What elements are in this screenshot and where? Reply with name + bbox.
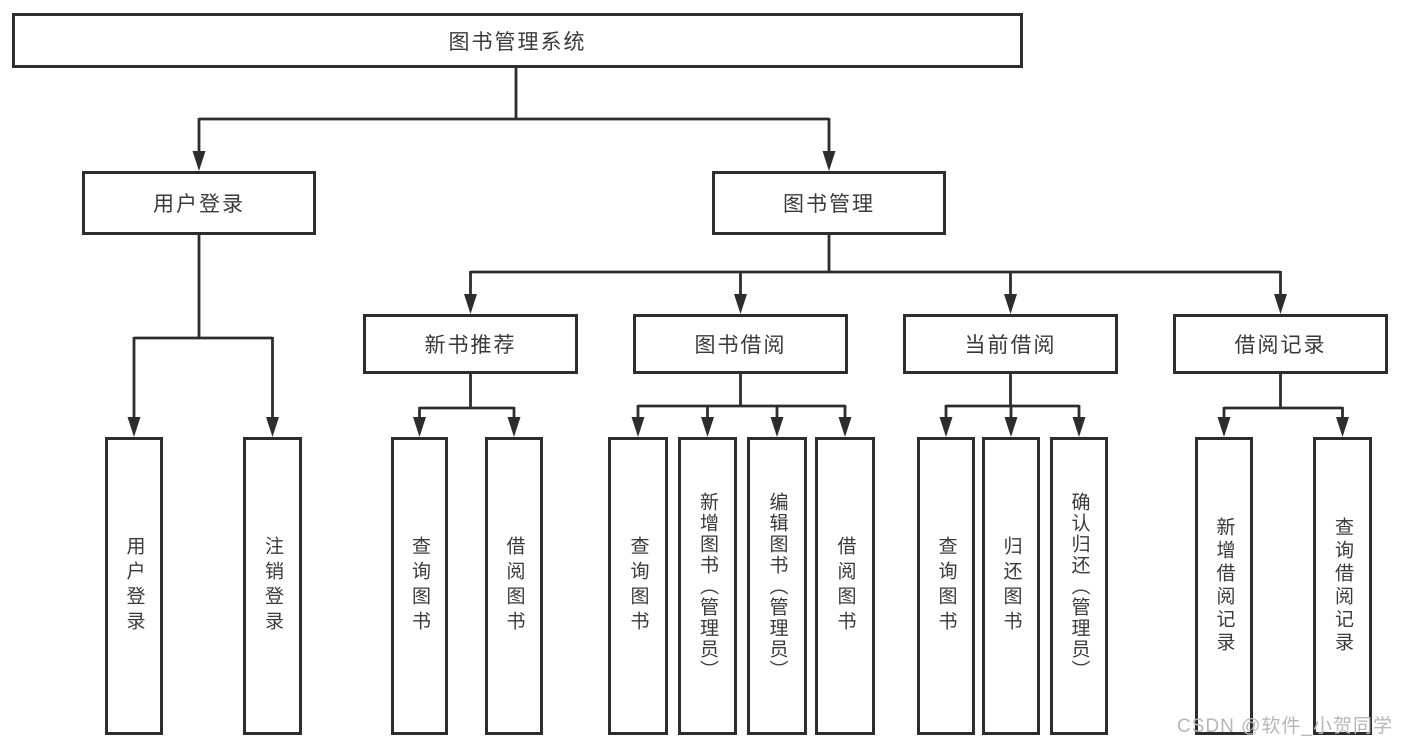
node-new-book-recommend: 新书推荐 xyxy=(363,314,578,374)
node-leaf-add-borrow-record: 新增借阅记录 xyxy=(1195,437,1253,735)
node-borrow-records: 借阅记录 xyxy=(1173,314,1388,374)
node-leaf-query-books-2: 查询图书 xyxy=(608,437,668,735)
node-leaf-query-books-1: 查询图书 xyxy=(391,437,448,735)
csdn-watermark: CSDN @软件_小贺同学 xyxy=(1177,716,1393,737)
node-current-borrow: 当前借阅 xyxy=(903,314,1118,374)
node-leaf-logout: 注销登录 xyxy=(243,437,302,735)
node-leaf-confirm-return-admin: 确认归还（管理员） xyxy=(1050,437,1108,735)
node-book-management-branch: 图书管理 xyxy=(712,171,946,235)
node-leaf-query-borrow-record: 查询借阅记录 xyxy=(1313,437,1372,735)
node-book-borrow: 图书借阅 xyxy=(633,314,848,374)
node-leaf-user-login: 用户登录 xyxy=(105,437,163,735)
node-root-library-system: 图书管理系统 xyxy=(12,13,1023,68)
node-leaf-edit-book-admin: 编辑图书（管理员） xyxy=(747,437,807,735)
node-leaf-add-book-admin: 新增图书（管理员） xyxy=(678,437,737,735)
node-leaf-return-book: 归还图书 xyxy=(982,437,1040,735)
node-leaf-borrow-books-1: 借阅图书 xyxy=(485,437,543,735)
node-leaf-query-books-3: 查询图书 xyxy=(917,437,975,735)
node-leaf-borrow-books-2: 借阅图书 xyxy=(815,437,875,735)
node-user-login-branch: 用户登录 xyxy=(82,171,316,235)
